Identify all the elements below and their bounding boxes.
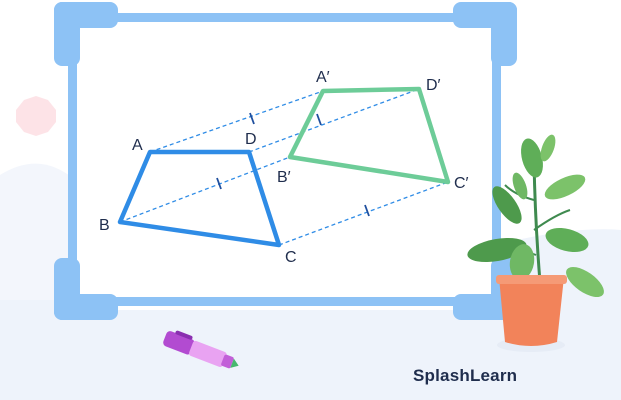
whiteboard-frame-top <box>96 13 484 22</box>
guide-b-to-b-prime <box>119 156 291 223</box>
original-trapezoid-abcd <box>117 149 282 248</box>
label-a-prime: A′ <box>316 69 330 86</box>
guide-a-to-a-prime <box>149 90 324 153</box>
label-d: D <box>245 131 257 148</box>
guide-c-to-c-prime <box>278 181 449 246</box>
potted-plant-icon <box>467 134 604 352</box>
translated-trapezoid-abcd-prime <box>287 86 451 185</box>
whiteboard-corner-tr-side <box>491 2 517 66</box>
marker-pen-icon <box>163 330 239 369</box>
congruence-tick-marks <box>216 112 370 217</box>
whiteboard-corner-bl-side <box>54 258 80 320</box>
tick-mark-bb <box>216 177 222 190</box>
guide-d-to-d-prime <box>248 88 420 153</box>
label-c-prime: C′ <box>454 175 469 192</box>
label-b-prime: B′ <box>277 169 291 186</box>
translation-guides <box>119 88 449 246</box>
label-d-prime: D′ <box>426 77 441 94</box>
whiteboard-frame-bottom <box>96 297 484 306</box>
tick-mark-cc <box>364 204 370 217</box>
whiteboard-frame-right <box>492 40 501 286</box>
whiteboard-corner-tl-side <box>54 2 80 66</box>
whiteboard-frame-left <box>68 40 77 286</box>
brand-logo: SplashLearn <box>413 366 518 385</box>
tick-mark-ad <box>249 112 255 125</box>
tick-mark-dd <box>316 113 322 126</box>
whiteboard <box>54 2 517 320</box>
label-b: B <box>99 217 110 234</box>
decorative-badge-icon <box>16 96 56 136</box>
label-a: A <box>132 137 143 154</box>
label-c: C <box>285 249 297 266</box>
